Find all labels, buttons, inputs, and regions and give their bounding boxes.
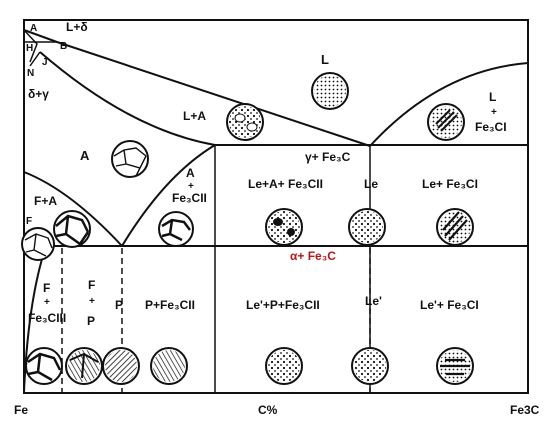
label-FP-F: F (88, 278, 95, 292)
label-F-plus-A: F+A (34, 194, 57, 208)
solidus-delta-line (23, 29, 38, 63)
microstructure-F-P (65, 347, 103, 385)
label-Le: Le (364, 177, 378, 191)
label-Le-A-Fe3CII: Le+A+ Fe₃CII (248, 177, 323, 191)
label-Fe3CII-upper: Fe₃CII (172, 191, 207, 205)
label-Le-Fe3CI: Le+ Fe₃CI (422, 177, 478, 191)
label-L-plus-A: L+A (183, 109, 206, 123)
label-Fe3CIII: Fe₃CIII (28, 311, 66, 325)
microstructure-F-Fe3CIII (25, 347, 63, 385)
label-L-plus-delta: L+δ (66, 20, 88, 34)
label-LeP-Fe3CI: Le'+ Fe₃CI (420, 298, 479, 312)
axis-left-label: Fe (14, 403, 28, 417)
microstructure-F-plus-A (53, 210, 91, 248)
microstructure-P (102, 347, 140, 385)
label-A-upper: A (186, 166, 195, 180)
microstructure-Le-A-Fe3CII (265, 208, 303, 246)
label-F: F (26, 216, 32, 227)
label-A: A (80, 148, 90, 163)
solidus-line (39, 51, 216, 146)
delta-gamma-line (29, 51, 41, 67)
liquidus-line-right (369, 62, 529, 147)
microstructure-Le (348, 208, 386, 246)
label-P: P (115, 298, 123, 312)
diagram-frame (23, 19, 529, 394)
label-Fe3CI-right: Fe₃CI (475, 120, 507, 134)
microstructure-A (111, 140, 149, 178)
label-plus-sign-3: + (44, 297, 50, 308)
axis-middle-label: C% (258, 403, 278, 417)
microstructure-LeP-P-Fe3CII (265, 347, 303, 385)
microstructure-Le-Fe3CI (436, 208, 474, 246)
point-H: H (26, 43, 33, 54)
label-delta-plus-gamma: δ+γ (28, 87, 49, 101)
a3-line (23, 171, 123, 247)
microstructure-LeP-Fe3CI (436, 347, 474, 385)
microstructure-LeP (351, 347, 389, 385)
point-A: A (30, 23, 37, 34)
label-plus-sign-4: + (89, 296, 95, 307)
microstructure-L-plus-Fe3CI (427, 103, 465, 141)
label-plus-sign-2: + (491, 107, 497, 118)
point-B: B (60, 41, 67, 52)
label-gamma-plus-Fe3C: γ+ Fe₃C (305, 150, 351, 164)
label-L-right: L (489, 90, 496, 104)
label-LeP: Le' (365, 294, 382, 308)
label-FP-P: P (87, 314, 95, 328)
label-F-lower: F (43, 281, 50, 295)
label-L: L (321, 52, 329, 67)
axis-right-label: Fe3C (510, 403, 540, 417)
microstructure-P-Fe3CII (150, 347, 188, 385)
point-J: J (42, 57, 48, 68)
label-LeP-P-Fe3CII: Le'+P+Fe₃CII (246, 298, 320, 312)
microstructure-L (311, 72, 349, 110)
acm-line (121, 144, 216, 247)
microstructure-A-plus-Fe3CII (158, 211, 194, 247)
microstructure-F (21, 227, 55, 261)
label-P-plus-Fe3CII: P+Fe₃CII (145, 298, 195, 312)
microstructure-L-plus-A (226, 103, 264, 141)
label-plus-sign-1: + (188, 181, 194, 192)
point-N: N (27, 68, 34, 79)
label-alpha-plus-Fe3C: α+ Fe₃C (290, 249, 336, 263)
